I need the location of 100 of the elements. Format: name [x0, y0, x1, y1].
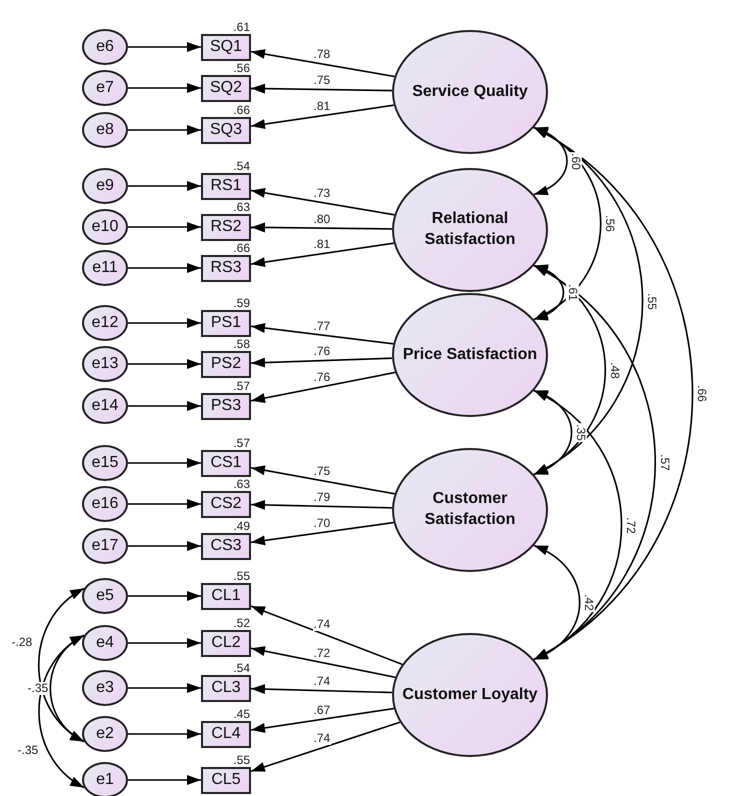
correlation-value: -.35 [16, 744, 40, 756]
r-squared-value: .49 [233, 520, 250, 532]
arrow [128, 42, 201, 52]
double-headed-arrow [38, 588, 85, 742]
error-ellipse: e14 [82, 388, 128, 424]
path-coefficient: .72 [312, 647, 332, 660]
latent-ellipse: Service Quality [392, 30, 548, 154]
path-coefficient: .67 [312, 704, 332, 717]
r-squared-value: .66 [233, 242, 250, 254]
indicator-box: CL2 [201, 630, 251, 656]
r-squared-value: .66 [233, 104, 250, 116]
correlation-value: .48 [608, 360, 621, 380]
indicator-box: SQ3 [201, 116, 251, 144]
indicator-box: CL3 [201, 674, 251, 702]
arrow [250, 323, 394, 345]
arrow [250, 104, 394, 130]
error-ellipse: e17 [82, 528, 128, 564]
error-ellipse: e16 [82, 486, 128, 522]
error-ellipse: e11 [82, 250, 128, 286]
double-headed-arrow [534, 390, 622, 660]
indicator-box: CL5 [201, 766, 251, 794]
path-coefficient: .78 [312, 48, 332, 62]
arrow [128, 125, 201, 135]
arrow [128, 458, 201, 468]
indicator-box: CS2 [201, 490, 251, 518]
arrow [128, 401, 201, 411]
arrow [128, 499, 201, 509]
r-squared-value: .59 [233, 296, 250, 308]
arrow [128, 683, 201, 693]
double-headed-arrow [534, 264, 564, 320]
latent-ellipse: Relational Satisfaction [392, 168, 548, 292]
indicator-box: CL1 [201, 582, 251, 610]
arrow [250, 242, 394, 268]
latent-ellipse: Price Satisfaction [392, 293, 548, 417]
error-ellipse: e7 [82, 70, 128, 106]
r-squared-value: .63 [233, 200, 250, 212]
double-headed-arrow [534, 126, 568, 196]
arrow [250, 684, 392, 694]
correlation-value: .60 [569, 152, 582, 170]
r-squared-value: .63 [233, 478, 250, 490]
error-ellipse: e5 [82, 578, 128, 614]
r-squared-value: .54 [233, 662, 250, 674]
indicator-box: CS1 [201, 450, 251, 476]
path-coefficient: .81 [312, 100, 332, 114]
path-coefficient: .81 [312, 238, 332, 252]
indicator-box: RS2 [201, 214, 251, 240]
path-coefficient: .79 [312, 490, 332, 504]
path-coefficient: .76 [312, 345, 332, 358]
arrow [128, 263, 201, 273]
correlation-value: .66 [694, 384, 708, 403]
r-squared-value: .61 [233, 20, 250, 32]
arrow [128, 318, 201, 328]
arrow [250, 646, 396, 678]
arrow [250, 465, 395, 495]
path-coefficient: .80 [312, 212, 332, 226]
indicator-box: RS1 [201, 172, 251, 200]
r-squared-value: .45 [233, 708, 250, 720]
path-coefficient: .76 [312, 371, 332, 384]
path-coefficient: .74 [312, 732, 332, 746]
arrow [250, 222, 392, 232]
arrow [128, 541, 201, 551]
arrow [128, 83, 201, 93]
indicator-box: SQ2 [201, 74, 251, 102]
arrow [250, 372, 396, 403]
r-squared-value: .55 [233, 754, 250, 766]
arrow [128, 181, 201, 191]
path-coefficient: .75 [312, 74, 332, 87]
correlation-value: .61 [566, 283, 579, 302]
error-ellipse: e6 [82, 29, 128, 65]
indicator-box: CS3 [201, 532, 251, 560]
arrow [128, 222, 201, 232]
correlation-value: -.35 [26, 682, 50, 694]
r-squared-value: .58 [233, 338, 250, 350]
arrow [250, 49, 395, 78]
correlation-value: .55 [644, 292, 658, 310]
arrow [250, 357, 392, 368]
correlation-value: -.28 [10, 636, 34, 648]
arrow [250, 708, 394, 733]
correlation-value: .57 [658, 453, 671, 472]
indicator-box: RS3 [201, 254, 251, 282]
latent-ellipse: Customer Satisfaction [392, 448, 548, 572]
indicator-box: SQ1 [201, 34, 251, 60]
double-headed-arrow [534, 126, 602, 320]
r-squared-value: .57 [233, 436, 250, 448]
r-squared-value: .56 [233, 62, 250, 74]
indicator-box: CL4 [201, 720, 251, 748]
double-headed-arrow [534, 544, 580, 660]
arrow [128, 638, 201, 648]
error-ellipse: e1 [82, 762, 128, 796]
double-headed-arrow [38, 634, 85, 788]
error-ellipse: e9 [82, 168, 128, 204]
error-ellipse: e3 [82, 670, 128, 706]
double-headed-arrow [534, 264, 606, 476]
arrow [128, 775, 201, 785]
error-ellipse: e13 [82, 346, 128, 382]
double-headed-arrow [50, 634, 85, 742]
arrow [250, 721, 400, 772]
arrow [128, 729, 201, 739]
indicator-box: PS1 [201, 310, 251, 336]
indicator-box: PS2 [201, 350, 251, 378]
